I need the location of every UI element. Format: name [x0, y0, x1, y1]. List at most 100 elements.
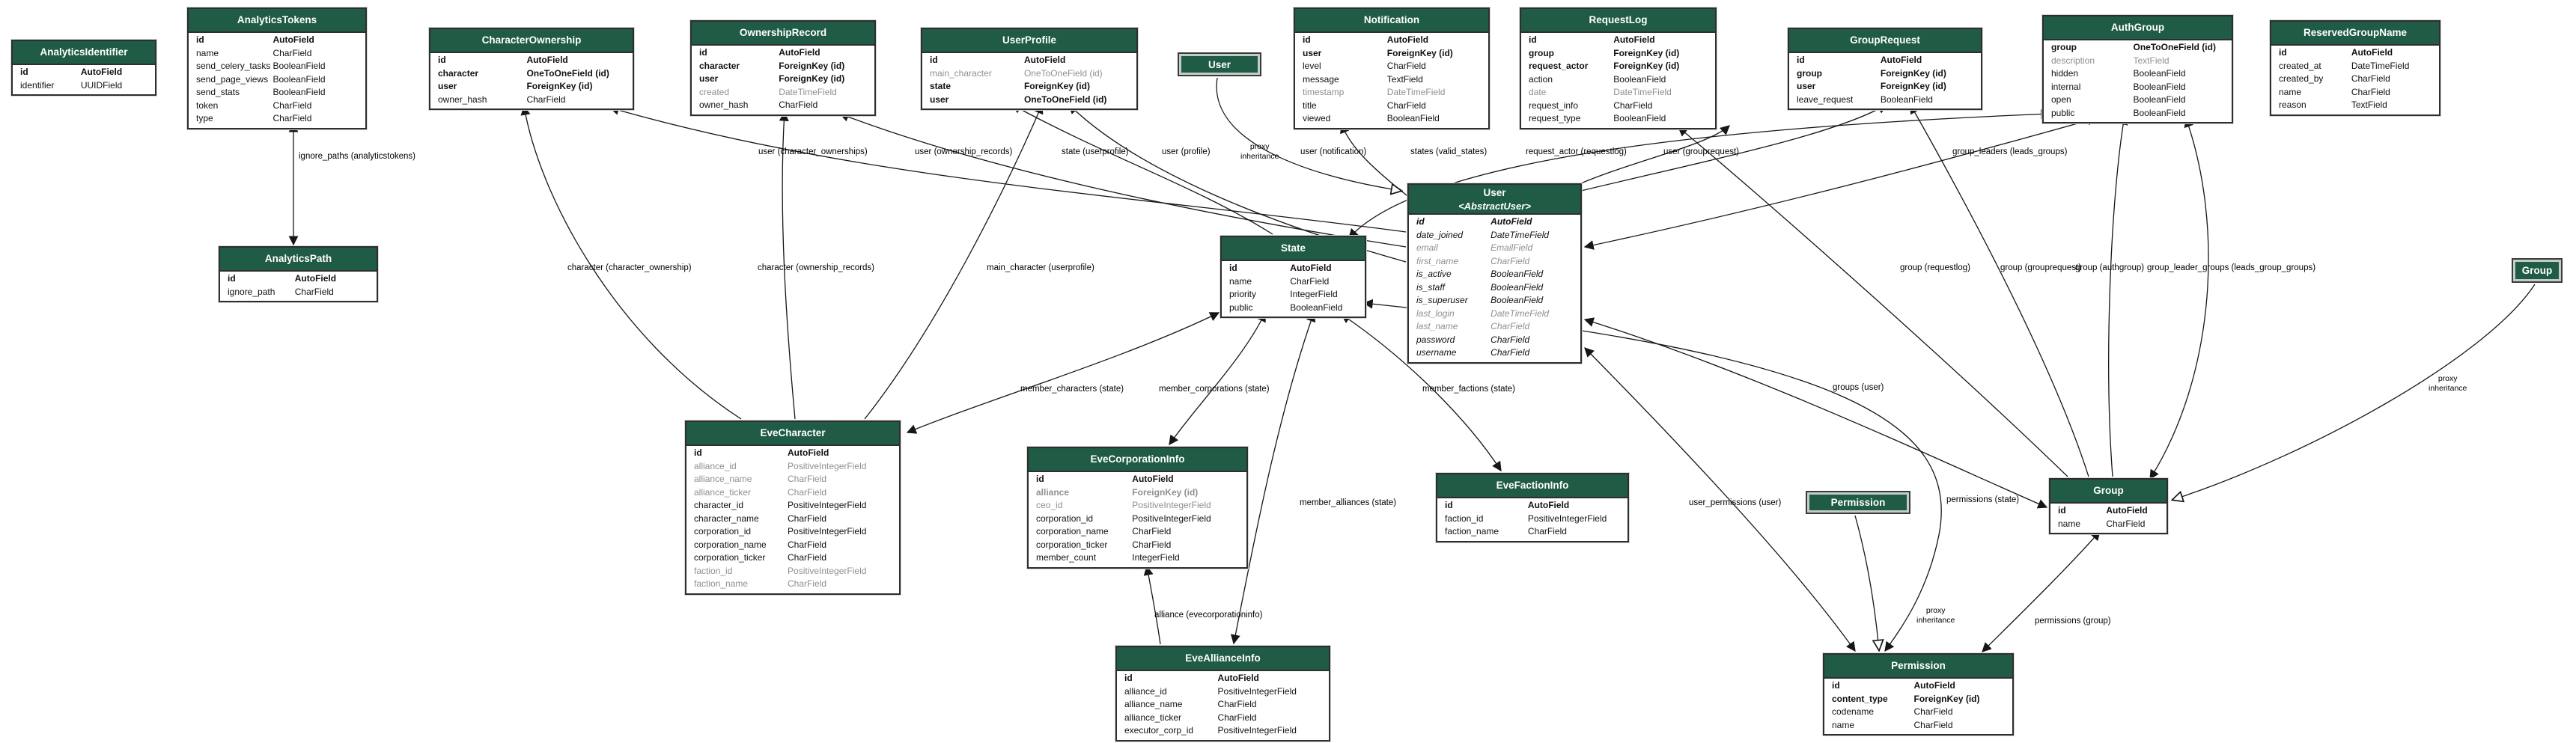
- field-type: AutoField: [1132, 474, 1174, 484]
- entity-header: EveCharacter: [686, 422, 899, 446]
- field-type: PositiveIntegerField: [1527, 513, 1607, 524]
- field-type: CharField: [526, 94, 566, 105]
- field-name: title: [1303, 100, 1317, 111]
- edge-main-character-userprofile: [864, 103, 1044, 420]
- field-type: DateTimeField: [1491, 229, 1550, 240]
- field-name: id: [1416, 216, 1425, 227]
- field-name: date_joined: [1416, 229, 1464, 240]
- field-name: send_stats: [196, 87, 240, 97]
- edge-label-member-corporations-state: member_corporations (state): [1159, 385, 1270, 394]
- entity-title: EveAllianceInfo: [1185, 652, 1261, 664]
- entity-header: CharacterOwnership: [430, 29, 633, 53]
- entity-title: UserProfile: [1002, 34, 1057, 46]
- field-type: CharField: [2106, 518, 2146, 529]
- edge-group-leader-groups-leads-group-groups: [2149, 117, 2209, 480]
- field-name: id: [2058, 505, 2066, 516]
- entity-title: User: [1483, 187, 1506, 198]
- field-type: AutoField: [1880, 55, 1922, 65]
- field-type: OneToOneField (id): [526, 67, 609, 79]
- edge-proxy: [1854, 515, 1879, 650]
- entity-title: AuthGroup: [2110, 22, 2165, 33]
- entity-title: RequestLog: [1589, 14, 1648, 25]
- field-type: BooleanField: [1613, 73, 1666, 85]
- field-type: CharField: [1491, 321, 1530, 331]
- field-type: AutoField: [1491, 216, 1532, 227]
- field-name: ceo_id: [1036, 500, 1063, 510]
- field-name: user: [930, 94, 949, 105]
- field-name: username: [1416, 347, 1457, 358]
- field-type: AutoField: [294, 273, 337, 284]
- field-type: CharField: [1290, 275, 1330, 287]
- edge-label-user-profile: user (profile): [1162, 147, 1211, 156]
- field-type: IntegerField: [1132, 552, 1180, 563]
- field-name: public: [2051, 107, 2075, 118]
- edge-label-member-alliances-state: member_alliances (state): [1300, 498, 1397, 507]
- edge-permissions-group: [1982, 531, 2101, 652]
- field-name: created_at: [2279, 60, 2321, 71]
- field-name: corporation_id: [694, 526, 752, 536]
- field-type: BooleanField: [272, 87, 326, 97]
- field-type: AutoField: [2106, 505, 2148, 516]
- field-type: ForeignKey (id): [1023, 81, 1090, 91]
- field-name: reason: [2279, 100, 2306, 110]
- entity-header: GroupRequest: [1789, 29, 1981, 53]
- edge-label-user-grouprequest: user (grouprequest): [1663, 147, 1739, 156]
- field-name: user: [1797, 81, 1816, 91]
- field-type: BooleanField: [1386, 113, 1440, 123]
- field-type: CharField: [2351, 73, 2390, 84]
- field-name: faction_id: [694, 565, 733, 576]
- edge-group-authgroup: [2108, 114, 2128, 477]
- field-name: owner_hash: [699, 100, 749, 110]
- edge-label-character-ownership-records: character (ownership_records): [758, 263, 874, 272]
- entity-header: EveFactionInfo: [1437, 474, 1627, 498]
- field-name: id: [438, 55, 446, 65]
- field-type: CharField: [788, 552, 827, 563]
- field-name: internal: [2051, 81, 2081, 92]
- field-type: BooleanField: [2133, 81, 2186, 92]
- edge-group-grouprequest: [1910, 103, 2089, 477]
- field-type: ForeignKey (id): [1386, 47, 1453, 58]
- field-type: EmailField: [1491, 242, 1533, 253]
- field-type: CharField: [779, 100, 818, 110]
- entity-title: AnalyticsTokens: [237, 14, 317, 25]
- field-name: is_active: [1416, 269, 1452, 279]
- field-type: CharField: [788, 578, 827, 589]
